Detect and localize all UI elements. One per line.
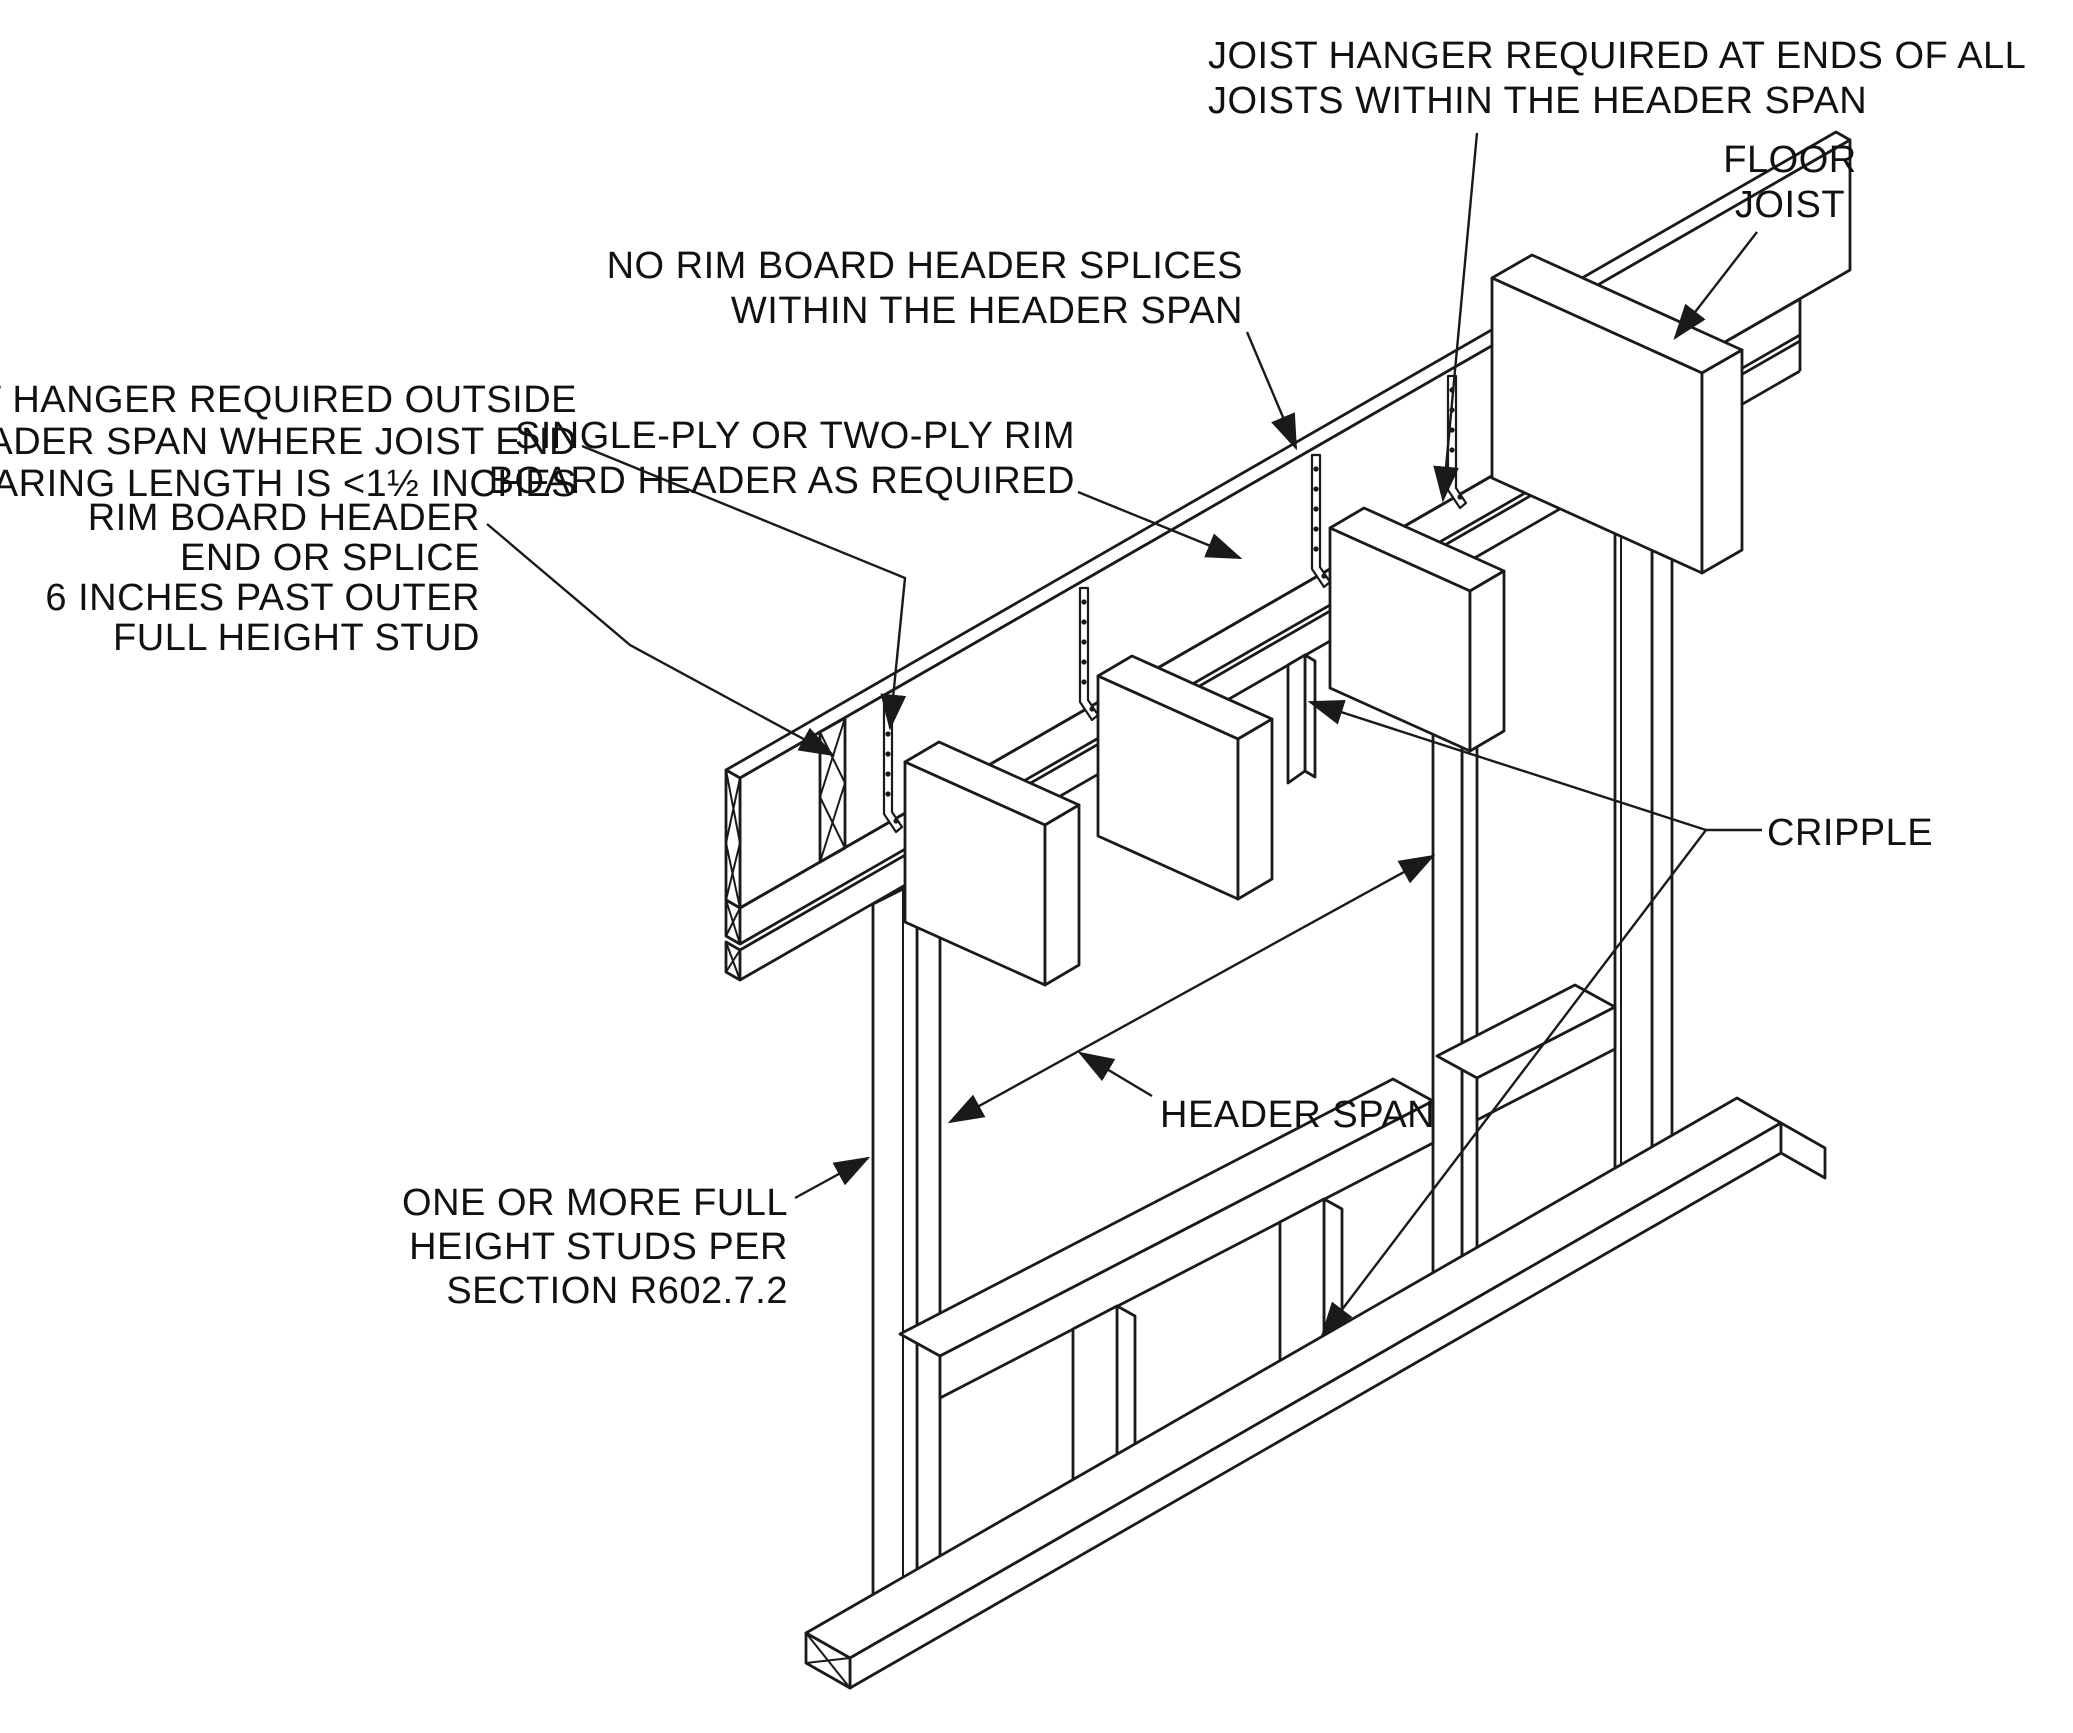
top-plate-lines xyxy=(739,297,1802,982)
sill-front-face xyxy=(938,1099,1435,1400)
label-full-height-studs-1: ONE OR MORE FULL xyxy=(402,1182,788,1224)
leader-joist-hanger-top xyxy=(1433,132,1479,503)
label-joist-hanger-top-2: JOISTS WITHIN THE HEADER SPAN xyxy=(1208,80,1867,122)
double-top-plate xyxy=(724,297,1802,982)
cripple-upper-side xyxy=(1303,653,1317,779)
leader-full-height-studs xyxy=(794,1156,871,1200)
label-full-height-studs-3: SECTION R602.7.2 xyxy=(446,1270,788,1312)
label-hanger-outside-2: OF HEADER SPAN WHERE JOIST END xyxy=(0,421,577,463)
left-full-height-stud-side xyxy=(915,880,942,1637)
right-end-stud-side xyxy=(1650,454,1674,1210)
leader-lines xyxy=(486,132,1762,1339)
top-plate-end-x2 xyxy=(725,941,741,981)
top-plate-end-x1 xyxy=(725,899,741,945)
label-floor-joist-1: FLOOR xyxy=(1723,139,1856,181)
labels: JOIST HANGER REQUIRED AT ENDS OF ALL JOI… xyxy=(0,35,2026,1312)
rim-splice-x xyxy=(819,717,846,863)
leader-cripple-upper xyxy=(1307,700,1707,832)
label-floor-joist-2: JOIST xyxy=(1735,184,1845,226)
leader-cripple-lower xyxy=(1320,829,1707,1339)
label-no-splices-1: NO RIM BOARD HEADER SPLICES xyxy=(607,245,1243,287)
label-header-span: HEADER SPAN xyxy=(1160,1094,1435,1136)
bottom-plate-right-end xyxy=(1779,1121,1827,1180)
label-hanger-outside-1: JOIST HANGER REQUIRED OUTSIDE xyxy=(0,379,577,421)
label-cripple: CRIPPLE xyxy=(1767,812,1933,854)
joist-3 xyxy=(1328,506,1506,753)
label-hanger-outside-3: BEARING LENGTH IS <1½ INCHES xyxy=(0,463,577,505)
label-rim-end-2: END OR SPLICE xyxy=(180,537,480,579)
leader-single-ply xyxy=(1077,490,1243,560)
leader-no-splices xyxy=(1245,331,1298,451)
leader-floor-joist xyxy=(1673,231,1758,341)
leader-header-span-label xyxy=(1077,1051,1153,1098)
label-full-height-studs-2: HEIGHT STUDS PER xyxy=(409,1226,788,1268)
wall-framing xyxy=(804,454,1827,1690)
left-full-height-stud-front xyxy=(871,880,919,1647)
leader-joist-hanger-outside xyxy=(581,444,907,731)
cripple-upper-front xyxy=(1286,653,1307,785)
label-no-splices-2: WITHIN THE HEADER SPAN xyxy=(731,290,1243,332)
label-single-ply-1: SINGLE-PLY OR TWO-PLY RIM xyxy=(515,415,1075,457)
label-rim-end-4: FULL HEIGHT STUD xyxy=(113,617,480,659)
floor-joist xyxy=(1490,253,1744,575)
header-span-dimension-arrow xyxy=(947,854,1436,1124)
label-joist-hanger-top-1: JOIST HANGER REQUIRED AT ENDS OF ALL xyxy=(1208,35,2026,77)
label-single-ply-2: BOARD HEADER AS REQUIRED xyxy=(489,460,1075,502)
label-rim-end-1: RIM BOARD HEADER xyxy=(88,497,480,539)
joist-2 xyxy=(1096,654,1274,901)
rim-board-end-grain-x xyxy=(725,769,741,909)
bottom-plate-end-x xyxy=(805,1632,851,1689)
sill-right-front-face xyxy=(1475,1005,1617,1122)
leader-rim-end xyxy=(486,523,836,757)
label-rim-end-3: 6 INCHES PAST OUTER xyxy=(45,577,480,619)
